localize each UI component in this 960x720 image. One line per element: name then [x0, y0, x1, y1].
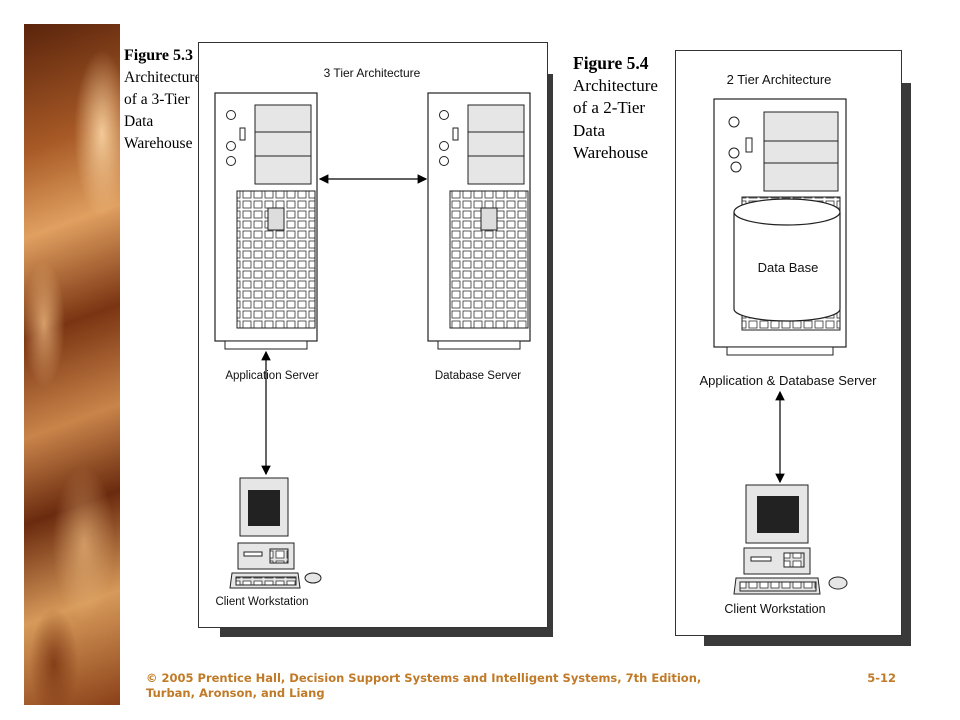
caption-line: Data	[124, 113, 154, 130]
caption-line: of a 2-Tier	[573, 98, 646, 117]
client-workstation-icon	[733, 484, 848, 595]
client-workstation-label-3tier: Client Workstation	[215, 596, 308, 608]
figure-5-3-caption: Figure 5.3 Architecture of a 3-Tier Data…	[124, 45, 204, 155]
page-number: 5-12	[867, 671, 896, 685]
client-workstation-label-2tier: Client Workstation	[724, 602, 825, 616]
figure-5-4-title: 2 Tier Architecture	[727, 72, 832, 87]
database-label: Data Base	[758, 260, 819, 275]
figure-5-3-number: Figure 5.3	[124, 47, 194, 64]
database-server-label: Database Server	[435, 370, 521, 382]
figure-5-4-caption: Figure 5.4 Architecture of a 2-Tier Data…	[573, 52, 673, 165]
app-database-server-label: Application & Database Server	[699, 373, 877, 388]
caption-line: Warehouse	[124, 135, 193, 152]
figure-5-4-number: Figure 5.4	[573, 53, 649, 73]
database-cylinder-icon	[733, 198, 841, 322]
caption-line: Warehouse	[573, 143, 649, 162]
client-workstation-icon	[229, 477, 322, 589]
caption-line: Architecture	[124, 69, 202, 86]
caption-line: Data	[573, 120, 606, 140]
caption-line: of a 3-Tier	[124, 91, 190, 108]
authors-text: Turban, Aronson, and Liang	[146, 686, 325, 700]
copyright-text: © 2005 Prentice Hall, Decision Support S…	[146, 671, 702, 685]
database-server-icon	[427, 92, 531, 350]
figure-5-3-title: 3 Tier Architecture	[324, 66, 421, 80]
caption-line: Architecture	[573, 75, 658, 95]
application-server-label: Application Server	[225, 370, 318, 382]
decorative-wood-texture	[24, 24, 120, 705]
application-server-icon	[214, 92, 318, 350]
copyright-footer: © 2005 Prentice Hall, Decision Support S…	[146, 671, 906, 701]
